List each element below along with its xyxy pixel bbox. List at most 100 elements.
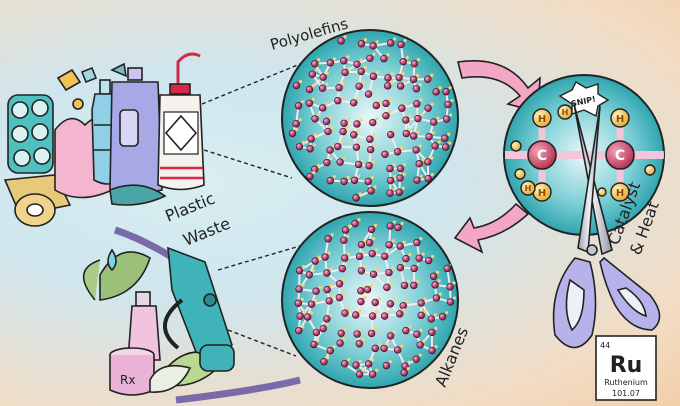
hydrogen-dot xyxy=(343,35,347,39)
carbon-bead xyxy=(395,73,403,82)
carbon-bead xyxy=(324,235,332,243)
hydrogen-dot xyxy=(298,79,303,84)
carbon-bead xyxy=(428,346,436,355)
hydrogen-dot xyxy=(405,56,409,60)
carbon-bead xyxy=(322,117,331,126)
carbon-bead xyxy=(413,330,421,338)
hydrogen-dot xyxy=(302,310,306,314)
hydrogen-dot xyxy=(312,170,316,175)
hydrogen-dot xyxy=(331,295,335,299)
carbon-bead xyxy=(417,311,425,320)
carbon-bead xyxy=(386,222,395,230)
carbon-bead xyxy=(430,118,438,126)
hydrogen-dot xyxy=(340,95,344,99)
hydrogen-dot xyxy=(447,132,451,136)
carbon-bead xyxy=(326,347,334,355)
hydrogen-dot xyxy=(361,338,365,342)
hydrogen-dot xyxy=(390,80,394,84)
hydrogen-dot xyxy=(416,279,420,284)
hydrogen-dot xyxy=(343,327,347,331)
carbon-bead xyxy=(335,84,343,92)
carbon-bead xyxy=(410,281,418,290)
hydrogen-label: H xyxy=(538,188,546,199)
element-symbol: Ru xyxy=(610,353,643,378)
hydrogen-label: H xyxy=(616,114,624,125)
hydrogen-dot xyxy=(416,262,420,267)
hydrogen-dot xyxy=(345,125,349,130)
carbon-bead xyxy=(326,146,334,154)
hydrogen-dot xyxy=(431,254,435,259)
hydrogen-dot xyxy=(346,175,350,180)
hydrogen-dot xyxy=(430,102,434,106)
hydrogen-dot xyxy=(358,309,362,313)
hydrogen-dot xyxy=(373,185,377,189)
carbon-bead xyxy=(432,88,440,96)
hydrogen-dot xyxy=(377,296,381,301)
carbon-bead xyxy=(410,264,418,273)
carbon-bead xyxy=(294,299,303,307)
hydrogen-dot xyxy=(325,102,329,106)
carbon-bead xyxy=(334,142,342,151)
hydrogen-dot xyxy=(402,162,407,167)
carbon-bead xyxy=(431,281,439,289)
carbon-bead xyxy=(337,329,345,338)
carbon-bead xyxy=(355,370,364,378)
carbon-bead xyxy=(402,326,410,335)
hydrogen-dot xyxy=(418,83,422,87)
hydrogen-dot xyxy=(408,127,412,132)
hydrogen-dot xyxy=(374,327,378,332)
hydrogen-dot xyxy=(359,118,363,122)
hydrogen-dot xyxy=(420,112,424,117)
carbon-bead xyxy=(365,162,373,170)
carbon-bead xyxy=(396,242,404,250)
hydrogen-dot xyxy=(419,98,423,102)
carbon-bead xyxy=(353,60,361,68)
carbon-bead xyxy=(319,73,327,81)
hydrogen-dot xyxy=(348,224,352,228)
carbon-bead xyxy=(353,330,361,338)
hydrogen-dot xyxy=(370,88,375,92)
carbon-bead xyxy=(292,120,300,128)
carbon-bead xyxy=(311,60,319,68)
carbon-bead xyxy=(386,130,395,139)
hydrogen-dot xyxy=(402,240,406,244)
carbon-bead xyxy=(412,85,421,93)
hydrogen-dot xyxy=(317,113,321,117)
hydrogen-dot xyxy=(329,284,333,288)
hydrogen-atom xyxy=(610,182,630,202)
carbon-label: C xyxy=(615,148,625,164)
carbon-bead xyxy=(326,176,335,185)
carbon-bead xyxy=(306,172,314,181)
carbon-bead xyxy=(399,57,407,66)
carbon-bead xyxy=(368,249,376,258)
carbon-bead xyxy=(335,280,344,288)
carbon-bead xyxy=(414,114,422,123)
carbon-bead xyxy=(413,238,421,247)
carbon-bead xyxy=(355,340,364,348)
polyolefins-sphere xyxy=(281,29,459,207)
hydrogen-dot xyxy=(402,308,406,312)
hydrogen-dot xyxy=(311,269,315,273)
hydrogen-dot xyxy=(294,127,299,131)
hydrogen-dot xyxy=(391,239,395,243)
hydrogen-dot xyxy=(363,38,368,42)
carbon-bead xyxy=(306,145,314,153)
carbon-bead xyxy=(382,99,390,108)
rx-jar-icon xyxy=(109,347,155,396)
carbon-bead xyxy=(410,59,419,68)
hydrogen-dot xyxy=(406,279,411,284)
hydrogen-dot xyxy=(445,311,449,315)
hydrogen-dot xyxy=(389,281,393,285)
hydrogen-dot xyxy=(332,57,336,61)
carbon-bead xyxy=(292,81,301,90)
carbon-bead xyxy=(355,82,363,90)
carbon-bead xyxy=(305,271,314,279)
carbon-bead xyxy=(386,332,395,340)
snip-burst-icon xyxy=(558,81,610,118)
carbon-bead xyxy=(355,252,364,261)
hydrogen-dot xyxy=(374,248,378,252)
hydrogen-dot xyxy=(332,345,336,349)
hydrogen-dot xyxy=(448,86,452,90)
carbon-bead xyxy=(323,315,331,323)
carbon-bead xyxy=(372,101,381,110)
